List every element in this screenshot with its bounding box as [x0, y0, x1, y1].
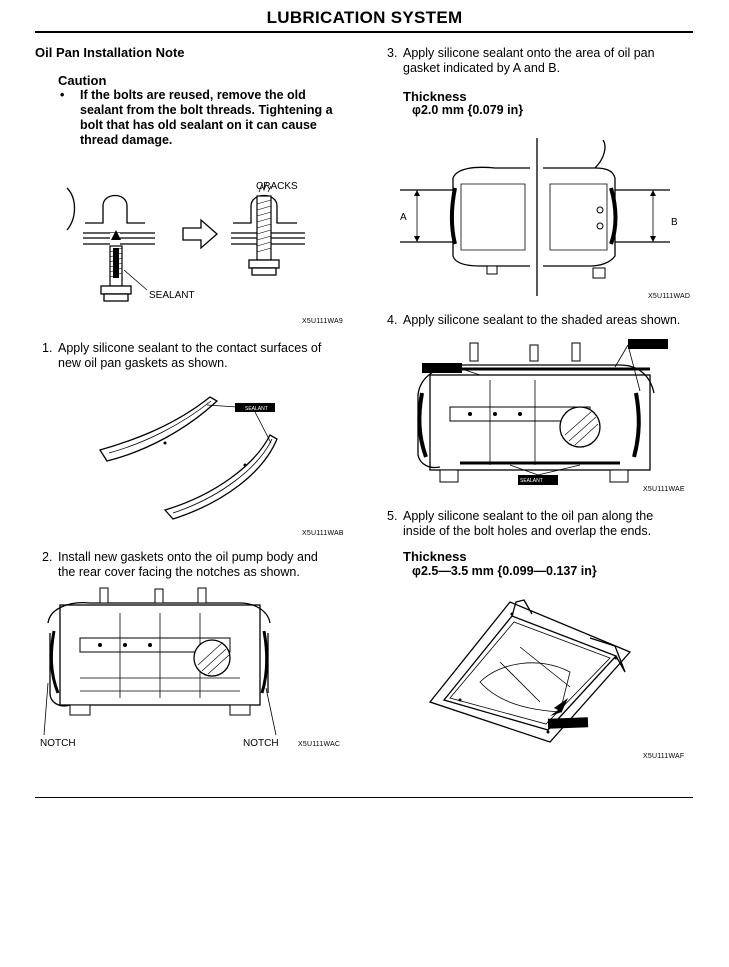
cracks-label: CRACKS — [256, 181, 298, 192]
oil-pan-shaded-figure: SEALANT — [417, 339, 668, 485]
caution-line: thread damage. — [80, 133, 173, 147]
caution-line: bolt that has old sealant on it can caus… — [80, 118, 317, 132]
step-number: 2. — [42, 550, 53, 564]
caution-bullet: • — [60, 88, 65, 102]
step-line: the rear cover facing the notches as sho… — [58, 565, 300, 579]
step-3-text: Apply silicone sealant onto the area of … — [403, 46, 655, 76]
sealant-tube-text: SEALANT — [245, 406, 268, 412]
thickness-value: φ2.5—3.5 mm {0.099—0.137 in} — [412, 564, 597, 578]
header-rule — [35, 31, 693, 33]
step-number: 4. — [387, 313, 398, 327]
step-2-text: Install new gaskets onto the oil pump bo… — [58, 550, 318, 580]
step-line: Apply silicone sealant to the shaded are… — [403, 313, 681, 327]
label-b: B — [671, 217, 678, 228]
step-number: 5. — [387, 509, 398, 523]
step-1-text: Apply silicone sealant to the contact su… — [58, 341, 321, 371]
thickness-value: φ2.0 mm {0.079 in} — [412, 103, 524, 117]
step-number: 1. — [42, 341, 53, 355]
step-number: 3. — [387, 46, 398, 60]
thickness-title: Thickness — [403, 89, 467, 104]
thickness-title: Thickness — [403, 549, 467, 564]
label-a: A — [400, 212, 407, 223]
oil-pan-notch-figure — [43, 587, 277, 736]
caution-title: Caution — [58, 73, 107, 88]
figure-code: X5U111WAC — [298, 741, 341, 748]
step-line: gasket indicated by A and B. — [403, 61, 561, 75]
oil-pan-perspective-figure — [428, 599, 632, 743]
step-line: Apply silicone sealant to the oil pan al… — [403, 509, 654, 523]
step-4-text: Apply silicone sealant to the shaded are… — [403, 313, 680, 328]
figure-code: X5U111WA9 — [302, 318, 343, 325]
gasket-ab-figure — [400, 138, 670, 296]
sealant-label: SEALANT — [149, 290, 195, 301]
notch-label-left: NOTCH — [40, 738, 76, 749]
caution-text: If the bolts are reused, remove the old … — [80, 88, 333, 148]
figure-code: X5U111WAB — [302, 530, 344, 537]
page-title: LUBRICATION SYSTEM — [266, 8, 463, 27]
step-line: Apply silicone sealant onto the area of … — [403, 46, 655, 60]
step-line: Apply silicone sealant to the contact su… — [58, 341, 322, 355]
step-5-text: Apply silicone sealant to the oil pan al… — [403, 509, 653, 539]
step-line: Install new gaskets onto the oil pump bo… — [58, 550, 318, 564]
footer-rule — [35, 797, 693, 798]
figure-code: X5U111WAE — [643, 486, 685, 493]
section-title: Oil Pan Installation Note — [35, 45, 185, 60]
figure-code: X5U111WAD — [648, 293, 691, 300]
gaskets-figure: SEALANT — [98, 396, 278, 520]
figure-code: X5U111WAF — [643, 753, 685, 760]
bolt-sealant-figure — [66, 181, 305, 302]
step-line: inside of the bolt holes and overlap the… — [403, 524, 652, 538]
sealant-tube-text: SEALANT — [520, 478, 543, 484]
caution-line: sealant from the bolt threads. Tightenin… — [80, 103, 333, 117]
caution-line: If the bolts are reused, remove the old — [80, 88, 306, 102]
step-line: new oil pan gaskets as shown. — [58, 356, 228, 370]
notch-label-right: NOTCH — [243, 738, 279, 749]
